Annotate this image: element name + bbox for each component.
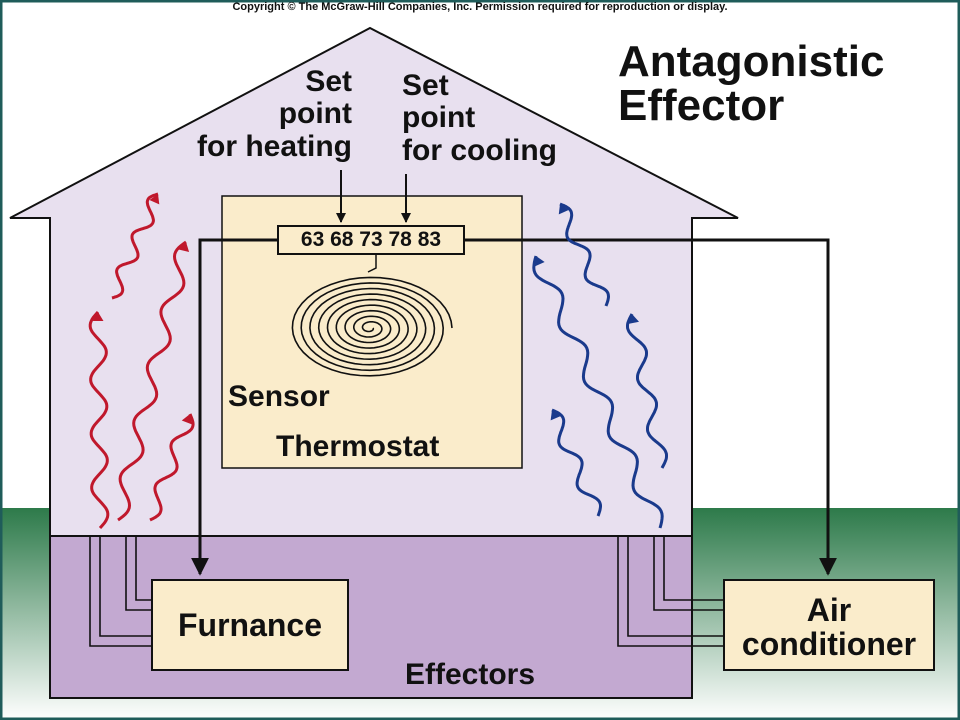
bimetal-coil: [291, 276, 453, 377]
effectors-label: Effectors: [405, 658, 536, 691]
coil-connector: [367, 254, 377, 273]
cool-wave-arrow-head: [534, 256, 545, 267]
thermostat-scale: 63 68 73 78 83: [300, 228, 442, 251]
thermostat-label: Thermostat: [276, 430, 440, 463]
heat-waves: [88, 192, 195, 529]
cool-wave-arrow: [626, 313, 668, 469]
furnace-label: Furnance: [177, 607, 323, 643]
furnace-ducts: [89, 536, 152, 647]
cool-waves: [532, 202, 668, 529]
ac-ducts: [617, 536, 724, 647]
basement: [49, 535, 693, 699]
heat-wave-arrow: [88, 311, 110, 529]
heat-wave-arrow-head: [178, 242, 190, 253]
cool-wave-arrow-head: [558, 204, 569, 215]
heat-wave-arrow-head: [149, 194, 160, 205]
diagram-title: Antagonistic Effector: [618, 37, 885, 130]
heat-wave-arrow: [111, 192, 159, 300]
cool-wave-arrow-head: [628, 314, 640, 324]
ac-box: [723, 579, 935, 671]
ac-control-wire: [464, 238, 837, 576]
heat-wave-arrow: [117, 240, 187, 522]
set-point-heating-label: Set point for heating: [197, 65, 352, 163]
cool-wave-arrow: [551, 408, 602, 517]
heat-wave-arrow: [149, 413, 195, 522]
set-point-cooling-label: Set point for cooling: [402, 69, 557, 167]
sensor-label: Sensor: [228, 380, 330, 413]
air-conditioner-label: Air conditioner: [741, 592, 917, 662]
furnace-control-wire: [191, 238, 278, 576]
cool-wave-arrow: [559, 202, 611, 307]
cool-wave-arrow: [532, 255, 664, 529]
heat-wave-arrow-head: [92, 312, 104, 322]
heat-wave-arrow-head: [181, 414, 192, 425]
copyright-notice: Copyright © The McGraw-Hill Companies, I…: [232, 1, 728, 13]
thermostat-scale-box: [277, 225, 465, 255]
furnace-box: [151, 579, 349, 671]
cool-wave-arrow-head: [550, 410, 561, 421]
